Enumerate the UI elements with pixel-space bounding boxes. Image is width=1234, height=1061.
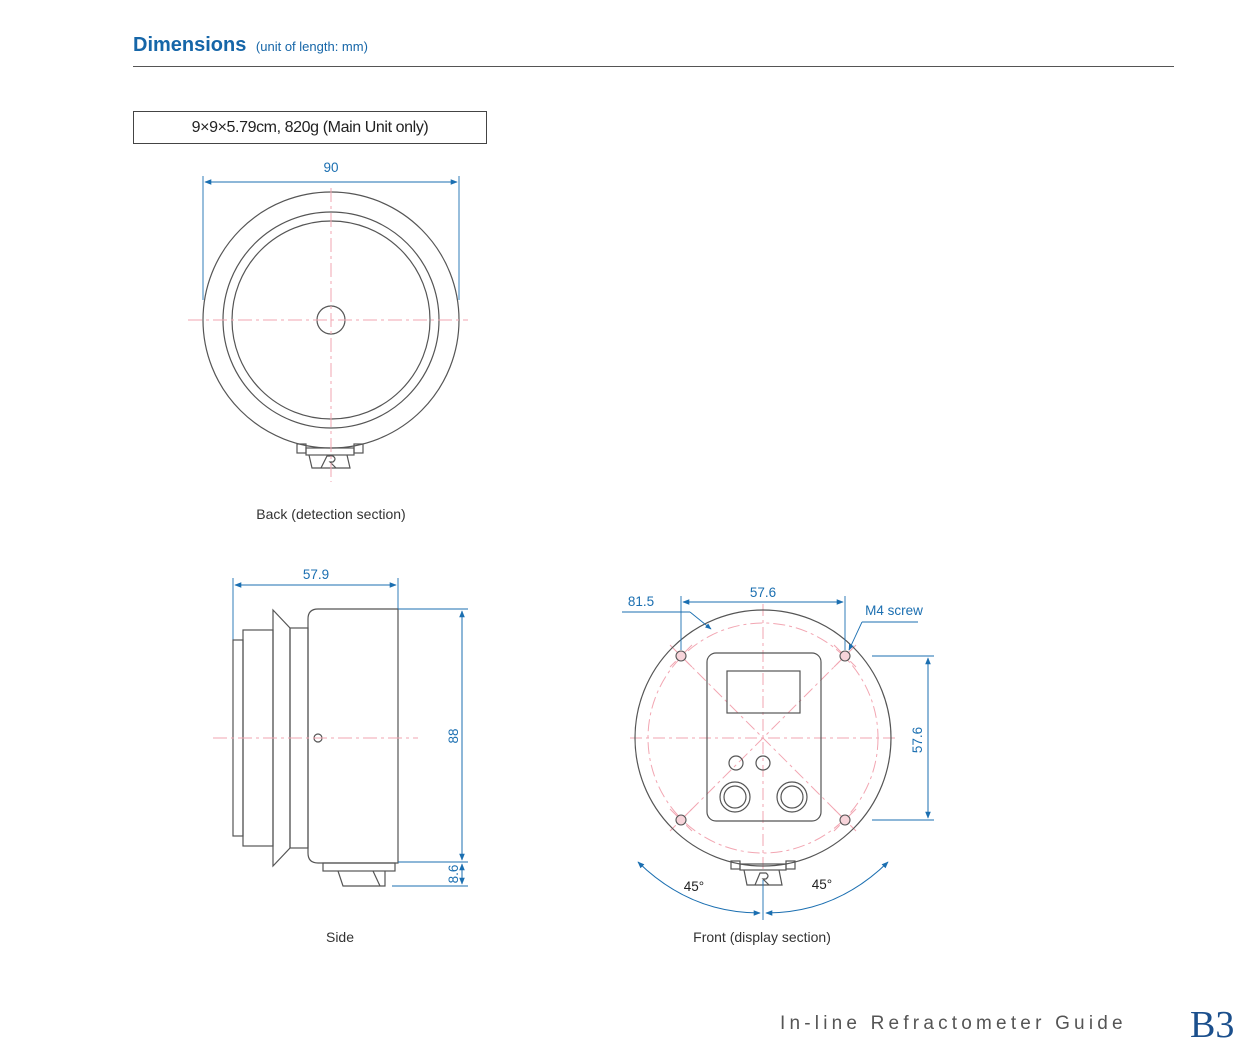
front-view: 57.6 81.5 M4 screw 57.6 45° 45° Front (d… [622, 585, 934, 945]
back-view: 90 Back (detection section) [188, 160, 468, 522]
side-view: 57.9 88 8.6 Side [213, 567, 468, 945]
side-foot-label: 8.6 [446, 865, 461, 884]
page-number: B3 [1190, 1004, 1234, 1046]
front-diameter-label: 81.5 [628, 594, 654, 609]
front-hole-spacing-h-label: 57.6 [750, 585, 776, 600]
front-angle-left-label: 45° [684, 879, 704, 894]
header-rule [133, 66, 1174, 67]
footer-guide-title: In-line Refractometer Guide [780, 1013, 1127, 1034]
front-dimensions: 57.6 81.5 M4 screw 57.6 45° 45° [622, 585, 934, 920]
side-height-dimension: 88 8.6 [392, 608, 468, 887]
front-angle-right-label: 45° [812, 877, 832, 892]
back-caption: Back (detection section) [256, 506, 405, 522]
section-title-text: Dimensions [133, 34, 247, 56]
front-center-lines [630, 604, 896, 870]
front-screw-holes [675, 650, 851, 826]
spec-box: 9×9×5.79cm, 820g (Main Unit only) [133, 111, 487, 144]
side-height-label: 88 [446, 728, 461, 743]
section-subtitle: (unit of length: mm) [255, 39, 368, 54]
side-depth-label: 57.9 [303, 567, 329, 582]
back-width-dimension: 90 [202, 160, 460, 300]
front-screw-label: M4 screw [865, 603, 923, 618]
back-center-lines [188, 188, 468, 482]
side-depth-dimension: 57.9 [232, 567, 399, 640]
section-title: Dimensions (unit of length: mm) [133, 34, 368, 57]
front-caption: Front (display section) [693, 929, 831, 945]
back-width-label: 90 [323, 160, 338, 175]
side-body [232, 608, 399, 887]
side-caption: Side [326, 929, 354, 945]
front-hole-spacing-v-label: 57.6 [910, 727, 925, 753]
